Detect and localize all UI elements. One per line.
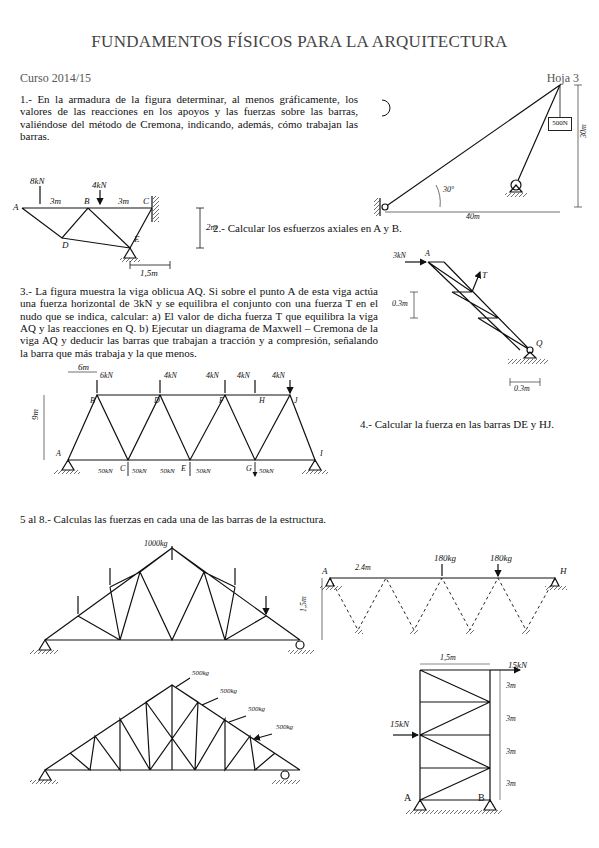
dimension: 0.3m bbox=[392, 300, 408, 309]
load: 4kN bbox=[237, 372, 250, 381]
load: 50kN bbox=[196, 468, 211, 476]
node-letter: A bbox=[322, 566, 328, 576]
page-title: FUNDAMENTOS FÍSICOS PARA LA ARQUITECTURA bbox=[0, 32, 599, 51]
node-letter: G bbox=[246, 465, 252, 474]
weight-box: 500N bbox=[548, 117, 572, 131]
node-letter: C bbox=[120, 465, 125, 474]
load: 500kg bbox=[220, 688, 237, 696]
dimension: 30m bbox=[580, 124, 589, 138]
dimension: 1,5m bbox=[300, 596, 309, 612]
load: 180kg bbox=[490, 553, 512, 563]
load: 3kN bbox=[393, 252, 406, 261]
sheet: Hoja 3 bbox=[547, 72, 579, 85]
load: 4kN bbox=[206, 372, 219, 381]
dimension: 3m bbox=[506, 682, 516, 691]
dimension: 3m bbox=[506, 748, 516, 757]
dimension: 2.4m bbox=[355, 564, 371, 573]
node-letter: D bbox=[62, 240, 69, 250]
dimension: 1,5m bbox=[140, 268, 158, 278]
node-letter: H bbox=[259, 397, 265, 406]
problem-text: 3.- La figura muestra la viga oblicua AQ… bbox=[20, 285, 378, 359]
load: 4kN bbox=[92, 180, 107, 190]
load: 8kN bbox=[30, 176, 45, 186]
problem-text: 5 al 8.- Calculas las fuerzas en cada un… bbox=[20, 513, 326, 525]
problem-text: 4.- Calcular la fuerza en las barras DE … bbox=[360, 418, 554, 430]
node-letter: E bbox=[181, 465, 186, 474]
problem-text: 1.- En la armadura de la figura determin… bbox=[20, 93, 358, 142]
load: 500kg bbox=[276, 724, 293, 732]
node-letter: B bbox=[84, 196, 90, 206]
dimension: 0.3m bbox=[514, 385, 530, 394]
load: 4kN bbox=[164, 372, 177, 381]
node-letter: A bbox=[425, 250, 430, 259]
course: Curso 2014/15 bbox=[20, 72, 91, 85]
weight-label: 500N bbox=[552, 120, 568, 128]
dimension: 3m bbox=[506, 715, 516, 724]
node-letter: E bbox=[134, 234, 140, 244]
node-letter: A bbox=[404, 792, 411, 803]
node-letter: J bbox=[294, 397, 298, 406]
load: 50kN bbox=[98, 468, 113, 476]
node-letter: Q bbox=[536, 338, 543, 348]
load: 180kg bbox=[434, 553, 456, 563]
dimension: 3m bbox=[50, 196, 61, 206]
load: 4kN bbox=[272, 372, 285, 381]
node-letter: F bbox=[219, 397, 224, 406]
node-letter: A bbox=[13, 202, 19, 212]
load: 50kN bbox=[132, 468, 147, 476]
problem-text: 2.- Calcular los esfuerzos axiales en A … bbox=[213, 222, 402, 234]
dimension: 3m bbox=[506, 780, 516, 789]
load: 1000kg bbox=[144, 540, 168, 549]
dimension: 40m bbox=[466, 213, 480, 222]
node-letter: I bbox=[320, 450, 323, 459]
load: T bbox=[482, 270, 487, 280]
node-letter: A bbox=[56, 450, 61, 459]
dimension: 6m bbox=[78, 362, 89, 372]
load: 15kN bbox=[508, 660, 527, 670]
load: 500kg bbox=[192, 670, 209, 678]
load: 50kN bbox=[160, 468, 175, 476]
dimension: 9m bbox=[30, 409, 40, 420]
angle: 30° bbox=[443, 186, 454, 195]
load: 15kN bbox=[390, 719, 409, 729]
node-letter: B bbox=[90, 397, 95, 406]
load: 6kN bbox=[100, 372, 113, 381]
load: 500kg bbox=[248, 706, 265, 714]
node-letter: B bbox=[478, 792, 485, 803]
dimension: 1,5m bbox=[440, 654, 456, 663]
node-letter: C bbox=[143, 196, 149, 206]
node-letter: D bbox=[154, 397, 160, 406]
node-letter: H bbox=[560, 566, 567, 576]
dimension: 3m bbox=[118, 196, 129, 206]
load: 50kN bbox=[259, 468, 274, 476]
